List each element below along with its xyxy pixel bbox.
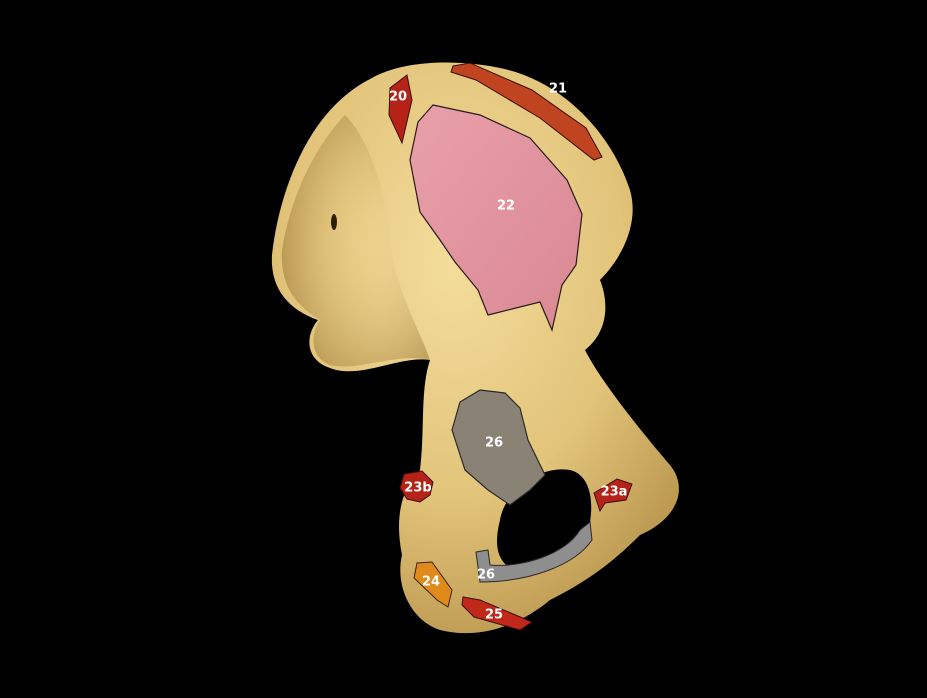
label-26-upper: 26 [485, 436, 503, 451]
label-21: 21 [549, 82, 567, 97]
label-26-lower: 26 [477, 568, 495, 583]
label-22: 22 [497, 199, 515, 214]
label-20: 20 [389, 90, 407, 105]
nutrient-foramen [331, 214, 337, 230]
label-24: 24 [422, 575, 440, 590]
label-23a: 23a [601, 485, 628, 500]
label-23b: 23b [404, 481, 431, 496]
label-25: 25 [485, 608, 503, 623]
